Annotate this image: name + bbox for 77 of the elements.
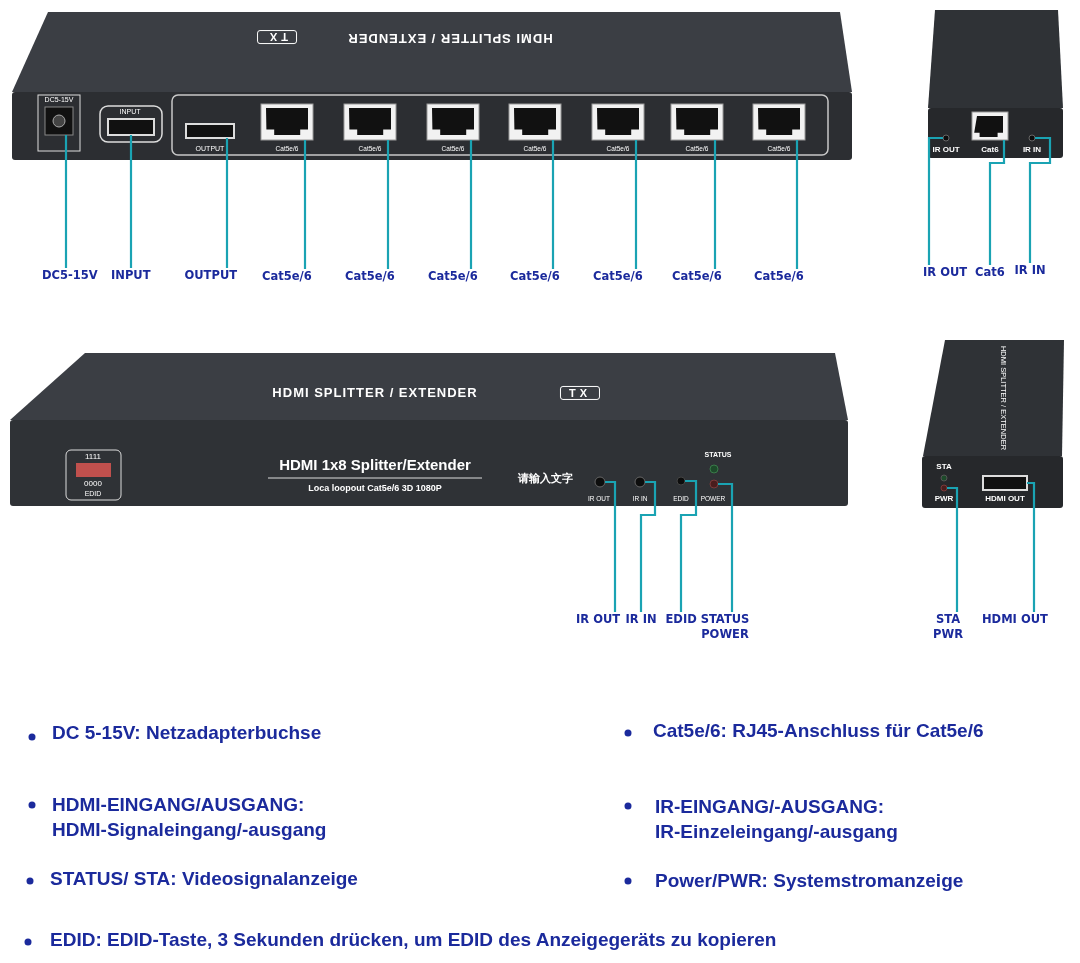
callout-label: Cat6 — [975, 265, 1005, 280]
panel-title: HDMI 1x8 Splitter/Extender — [279, 456, 471, 474]
leader-line — [1028, 136, 1052, 263]
callout-label: IR OUT — [923, 265, 968, 280]
hdmi-port — [107, 118, 155, 136]
port-label: HDMI OUT — [985, 494, 1025, 504]
leader-line — [639, 480, 657, 612]
leader-line — [605, 480, 617, 612]
rj45-port — [971, 111, 1009, 141]
port-label: Cat6 — [981, 145, 999, 155]
leader-line — [927, 136, 943, 265]
callout-label: IR OUT — [576, 612, 621, 627]
callout-label: Cat5e/6 — [428, 269, 478, 284]
leader-line — [303, 140, 307, 269]
callout-label: HDMI OUT — [982, 612, 1048, 627]
callout-label: Cat5e/6 — [345, 269, 395, 284]
rj45-port — [426, 103, 480, 141]
callout-label: Cat5e/6 — [262, 269, 312, 284]
callout-label: STA PWR — [931, 612, 965, 642]
callout-label: OUTPUT — [184, 268, 238, 283]
callout-label: IR IN — [625, 612, 657, 627]
leader-line — [795, 140, 799, 269]
description-text: STATUS/ STA: Videosignalanzeige — [50, 869, 358, 890]
leader-line — [1027, 481, 1036, 612]
power-jack — [44, 106, 74, 136]
device-lettering: HDMI SPLITTER / EXTENDER — [272, 385, 478, 401]
panel-text: 请输入文字 — [517, 471, 573, 485]
description-text: Power/PWR: Systemstromanzeige — [655, 871, 964, 892]
description-text: Cat5e/6: RJ45-Anschluss für Cat5e/6 — [653, 721, 984, 742]
leader-line — [551, 140, 555, 269]
rj45-port — [343, 103, 397, 141]
callout-label: EDID — [665, 612, 697, 627]
description-text: DC 5-15V: Netzadapterbuchse — [52, 723, 322, 744]
port-label: PWR — [934, 494, 954, 504]
leader-line — [718, 482, 734, 612]
callout-label: Cat5e/6 — [510, 269, 560, 284]
port-label: IR OUT — [932, 145, 960, 155]
button — [676, 476, 686, 486]
description-text: IR-EINGANG/-AUSGANG: IR-Einzeleingang/-ausgang — [655, 795, 899, 844]
leader-line — [988, 140, 1006, 265]
callout-label: IR IN — [1014, 263, 1046, 278]
callout-label: INPUT — [111, 268, 151, 283]
rj45-port — [508, 103, 562, 141]
description-text: HDMI-EINGANG/AUSGANG: HDMI-Signaleingang/-ausgang — [52, 793, 328, 842]
switch-label: 1111 — [85, 452, 101, 462]
panel-subtitle: Loca loopout Cat5e/6 3D 1080P — [308, 484, 442, 494]
callout-label: Cat5e/6 — [754, 269, 804, 284]
description-text: EDID: EDID-Taste, 3 Sekunden drücken, um EDID des Anzeigegeräts zu kopieren — [50, 930, 777, 951]
leader-line — [386, 140, 390, 269]
port-label: IR IN — [1022, 145, 1042, 155]
callout-label: Cat5e/6 — [672, 269, 722, 284]
callout-label: Cat5e/6 — [593, 269, 643, 284]
rj45-port — [591, 103, 645, 141]
leader-line — [225, 138, 229, 268]
ir-jack — [942, 134, 950, 142]
hdmi-port — [185, 123, 235, 139]
rj45-port — [670, 103, 724, 141]
device-lettering: HDMI SPLITTER / EXTENDER — [347, 30, 553, 46]
rj45-port — [752, 103, 806, 141]
ir-jack — [594, 476, 606, 488]
leader-line — [469, 140, 473, 269]
rj45-port — [260, 103, 314, 141]
leader-line — [634, 140, 638, 269]
leader-line — [129, 135, 133, 268]
led — [709, 479, 719, 489]
leader-line — [713, 140, 717, 269]
port-label: STA — [936, 462, 952, 472]
hdmi-port — [982, 475, 1028, 491]
switch-label: 0000 — [84, 479, 102, 489]
leader-line — [679, 479, 698, 612]
leader-line — [64, 135, 68, 268]
led — [940, 484, 948, 492]
callout-label: STATUS POWER — [695, 612, 755, 642]
callout-label: DC5-15V — [42, 268, 98, 283]
ir-jack — [1028, 134, 1036, 142]
leader-line — [947, 486, 959, 612]
ir-jack — [634, 476, 646, 488]
